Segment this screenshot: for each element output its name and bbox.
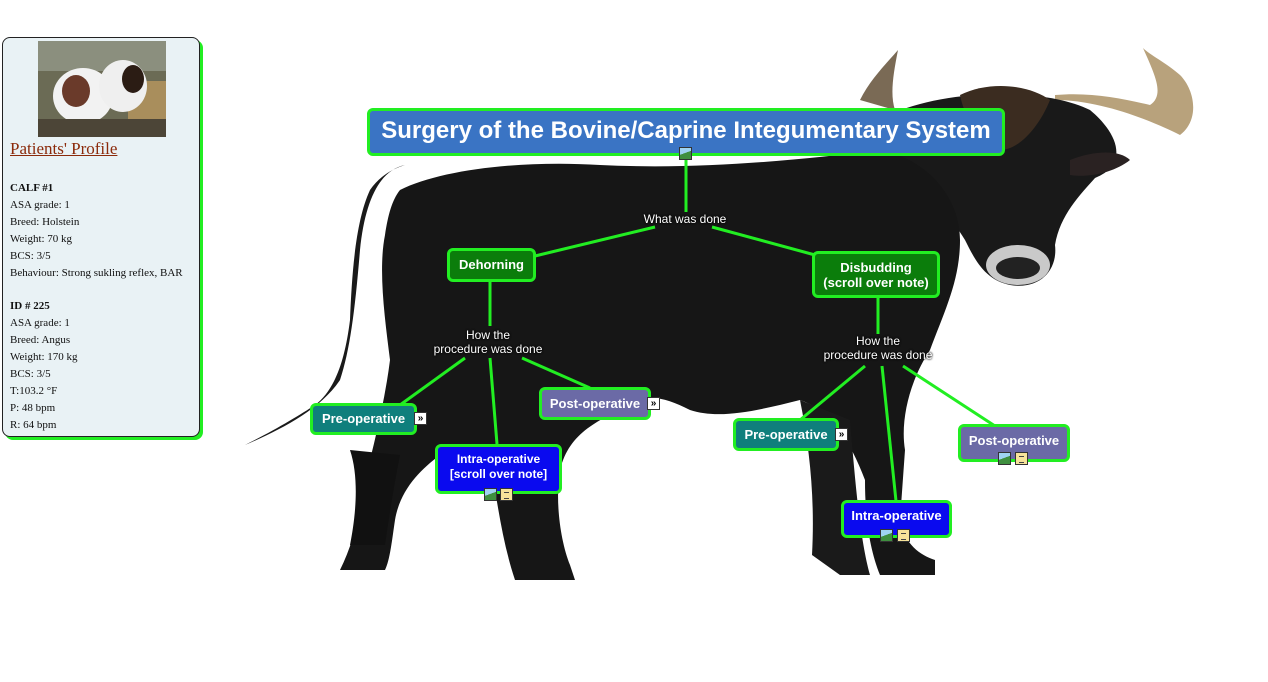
- image-icon[interactable]: [998, 452, 1011, 465]
- id225-detail: BCS: 3/5: [10, 368, 51, 380]
- calf-detail: ASA grade: 1: [10, 199, 70, 211]
- note-icon[interactable]: [500, 488, 513, 501]
- calves-photo-image: [38, 41, 166, 137]
- expand-arrow-icon[interactable]: »: [414, 412, 427, 425]
- dehorning-post-label: Post-operative: [549, 396, 641, 411]
- hind-leg: [350, 450, 400, 545]
- disbudding-pre-operative-node[interactable]: Pre-operative: [733, 418, 839, 451]
- dehorning-node[interactable]: Dehorning: [447, 248, 536, 282]
- calves-photo: [38, 41, 166, 137]
- calf-detail: BCS: 3/5: [10, 250, 51, 262]
- left-horn: [860, 50, 898, 110]
- disbudding-intra-label: Intra-operative: [851, 508, 942, 523]
- right-horn: [1055, 48, 1194, 135]
- dehorning-how-link: How the procedure was done: [433, 328, 543, 356]
- patients-profile-title[interactable]: Patients' Profile: [10, 139, 118, 158]
- disbudding-how-link: How the procedure was done: [823, 334, 933, 362]
- disbudding-intra-operative-node[interactable]: Intra-operative: [841, 500, 952, 538]
- map-title: Surgery of the Bovine/Caprine Integument…: [381, 117, 991, 144]
- id225-heading: ID # 225: [10, 300, 50, 312]
- ear: [1070, 152, 1130, 176]
- disbudding-node[interactable]: Disbudding (scroll over note): [812, 251, 940, 298]
- disbudding-pre-label: Pre-operative: [744, 427, 828, 442]
- disbudding-post-operative-node[interactable]: Post-operative: [958, 424, 1070, 462]
- image-icon[interactable]: [679, 147, 692, 160]
- dehorning-pre-label: Pre-operative: [321, 411, 406, 426]
- image-icon[interactable]: [484, 488, 497, 501]
- calf-detail: Weight: 70 kg: [10, 233, 73, 245]
- id225-detail: Weight: 170 kg: [10, 351, 78, 363]
- disbudding-post-label: Post-operative: [968, 433, 1060, 448]
- disbudding-label: Disbudding (scroll over note): [823, 260, 929, 290]
- link-what-was-done: What was done: [643, 212, 727, 226]
- calf-detail: Breed: Holstein: [10, 216, 80, 228]
- connector-lines: [399, 158, 996, 502]
- dehorning-pre-operative-node[interactable]: Pre-operative: [310, 403, 417, 435]
- id225-detail: ASA grade: 1: [10, 317, 70, 329]
- dehorning-intra-operative-node[interactable]: Intra-operative [scroll over note]: [435, 444, 562, 494]
- note-icon[interactable]: [897, 529, 910, 542]
- note-icon[interactable]: [1015, 452, 1028, 465]
- expand-arrow-icon[interactable]: »: [647, 397, 660, 410]
- patients-profile-panel: Patients' Profile CALF #1 ASA grade: 1 B…: [2, 37, 200, 437]
- id225-detail: Breed: Angus: [10, 334, 71, 346]
- muzzle-dark: [996, 257, 1040, 279]
- expand-arrow-icon[interactable]: »: [835, 428, 848, 441]
- image-icon[interactable]: [880, 529, 893, 542]
- calf-detail: Behaviour: Strong sukling reflex, BAR: [10, 267, 183, 279]
- dehorning-label: Dehorning: [459, 257, 524, 272]
- id225-detail: T:103.2 °F: [10, 385, 58, 397]
- patient-details: CALF #1 ASA grade: 1 Breed: Holstein Wei…: [10, 180, 183, 434]
- dehorning-post-operative-node[interactable]: Post-operative: [539, 387, 651, 420]
- id225-detail: R: 64 bpm: [10, 419, 57, 431]
- dehorning-intra-label: Intra-operative [scroll over note]: [449, 452, 548, 481]
- calf-heading: CALF #1: [10, 182, 54, 194]
- id225-detail: P: 48 bpm: [10, 402, 56, 414]
